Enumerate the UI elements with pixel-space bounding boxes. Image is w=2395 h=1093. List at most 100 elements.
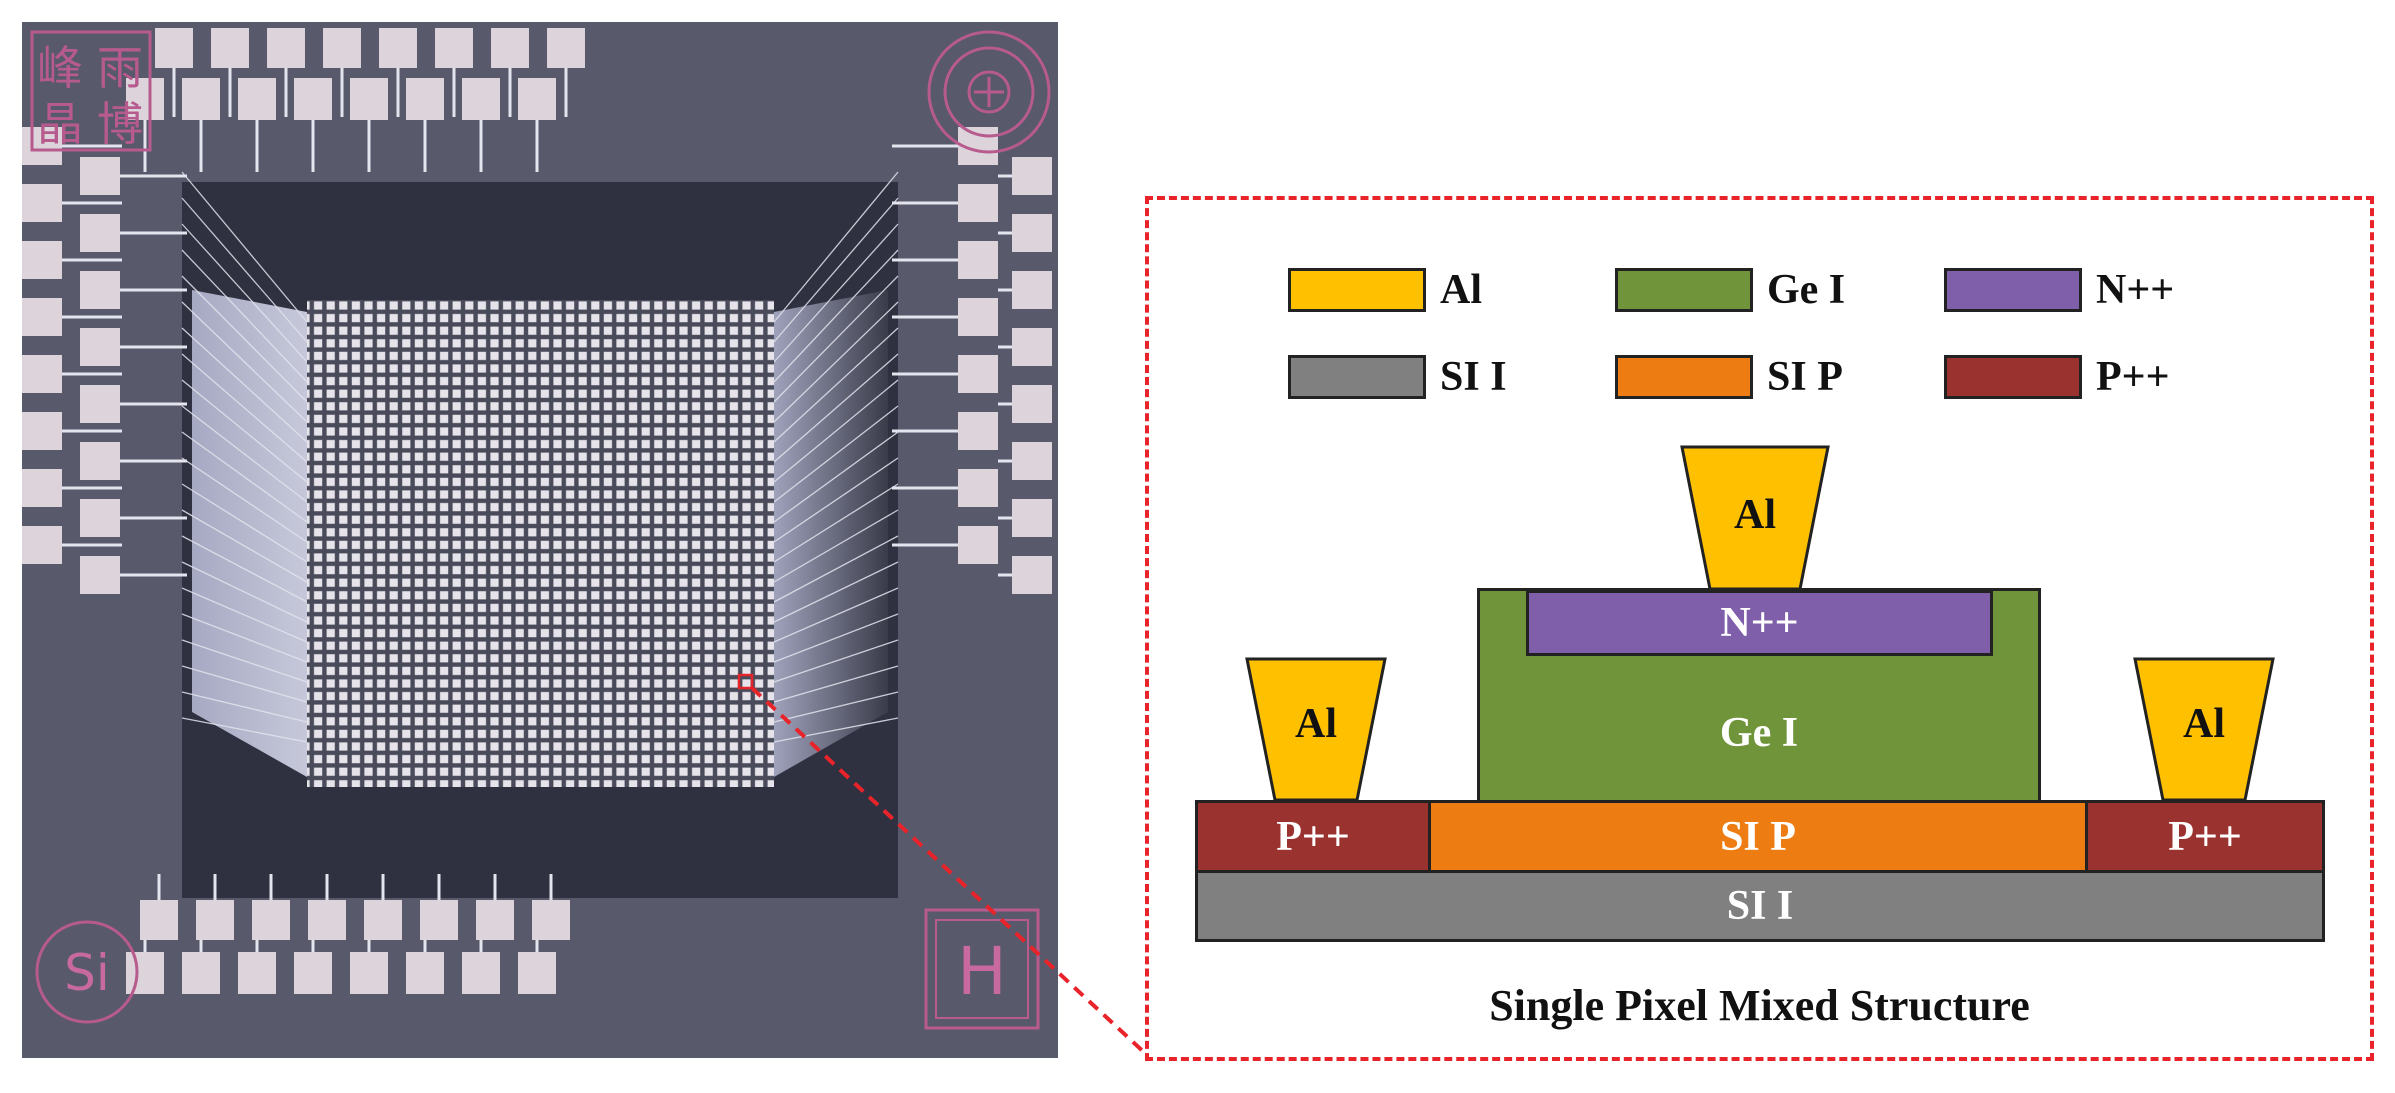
bond-pad bbox=[518, 78, 556, 120]
trace bbox=[181, 483, 308, 563]
bond-pad bbox=[80, 385, 120, 423]
bond-pad bbox=[80, 157, 120, 195]
bond-pad bbox=[80, 442, 120, 480]
legend-item-p: P++ bbox=[1944, 353, 2170, 401]
trace bbox=[181, 509, 308, 583]
trace bbox=[181, 665, 308, 703]
legend-swatch-n bbox=[1944, 268, 2082, 312]
bond-pad bbox=[958, 298, 998, 336]
bond-pad bbox=[252, 900, 290, 940]
bond-pad bbox=[126, 952, 164, 994]
pixel-array bbox=[307, 300, 774, 787]
trace bbox=[773, 327, 899, 443]
trace bbox=[181, 223, 308, 363]
selected-pixel-marker bbox=[737, 673, 754, 690]
bond-pad bbox=[435, 28, 473, 68]
bond-pad bbox=[294, 78, 332, 120]
bond-pad bbox=[958, 469, 998, 507]
svg-text:晶: 晶 bbox=[37, 97, 83, 151]
bond-pad bbox=[1012, 499, 1052, 537]
bond-pad bbox=[80, 214, 120, 252]
bond-pad bbox=[379, 28, 417, 68]
si-p-label: SI P bbox=[1720, 813, 1796, 860]
bond-pad bbox=[196, 900, 234, 940]
legend-item-ge: Ge I bbox=[1615, 266, 1845, 314]
legend-swatch-si-i bbox=[1288, 355, 1426, 399]
trace bbox=[181, 249, 308, 383]
si-i-layer: SI I bbox=[1195, 870, 2325, 942]
svg-text:博: 博 bbox=[97, 97, 143, 151]
bond-pad bbox=[155, 28, 193, 68]
si-p-layer: SI P bbox=[1428, 800, 2088, 873]
al-contact-left bbox=[1245, 657, 1387, 802]
p-plus-left-layer: P++ bbox=[1195, 800, 1431, 873]
bond-pad bbox=[350, 78, 388, 120]
trace bbox=[773, 223, 899, 363]
trace bbox=[773, 249, 899, 383]
legend-item-si-i: SI I bbox=[1288, 353, 1507, 401]
trace bbox=[181, 275, 308, 403]
bond-pad bbox=[491, 28, 529, 68]
legend-item-si-p: SI P bbox=[1615, 353, 1843, 401]
trace bbox=[773, 431, 899, 523]
legend-label-ge: Ge I bbox=[1767, 267, 1846, 313]
bond-pad bbox=[308, 900, 346, 940]
trace bbox=[181, 561, 308, 623]
bond-pad bbox=[22, 355, 62, 393]
al-center-label: Al bbox=[1734, 492, 1776, 538]
al-contact-center bbox=[1680, 445, 1830, 591]
trace bbox=[773, 301, 899, 423]
logo-stamp: 峰 雨 晶 博 bbox=[30, 30, 152, 152]
legend-swatch-p bbox=[1944, 355, 2082, 399]
p-plus-right-layer: P++ bbox=[2085, 800, 2325, 873]
trace bbox=[181, 639, 308, 683]
bond-pad bbox=[518, 952, 556, 994]
structure-caption: Single Pixel Mixed Structure bbox=[1489, 981, 2030, 1030]
bond-pad bbox=[350, 952, 388, 994]
trace bbox=[773, 535, 899, 603]
bond-pad bbox=[267, 28, 305, 68]
trace bbox=[181, 171, 308, 323]
bond-pad bbox=[80, 556, 120, 594]
bond-pad bbox=[406, 78, 444, 120]
trace bbox=[773, 483, 899, 563]
bond-pad bbox=[420, 900, 458, 940]
n-plus-layer: N++ bbox=[1526, 590, 1993, 656]
bond-pad bbox=[462, 952, 500, 994]
bond-pad bbox=[958, 412, 998, 450]
trace bbox=[773, 197, 899, 343]
svg-text:雨: 雨 bbox=[97, 41, 143, 95]
trace bbox=[181, 691, 308, 723]
legend-label-p: P++ bbox=[2096, 354, 2170, 400]
p-plus-left-label: P++ bbox=[1276, 813, 1350, 860]
trace bbox=[181, 353, 308, 463]
bond-pad bbox=[1012, 442, 1052, 480]
trace bbox=[773, 171, 899, 323]
legend-label-si-i: SI I bbox=[1440, 354, 1507, 400]
trace bbox=[181, 327, 308, 443]
si-label: Si bbox=[64, 944, 110, 1002]
bond-pad bbox=[1012, 328, 1052, 366]
legend-swatch-si-p bbox=[1615, 355, 1753, 399]
bond-pad bbox=[22, 469, 62, 507]
legend-label-al: Al bbox=[1440, 267, 1482, 313]
trace bbox=[181, 717, 308, 743]
legend-item-al: Al bbox=[1288, 266, 1482, 314]
bond-pad bbox=[476, 900, 514, 940]
bond-pad bbox=[182, 952, 220, 994]
legend-label-n: N++ bbox=[2096, 267, 2175, 313]
trace bbox=[181, 457, 308, 543]
trace bbox=[181, 197, 308, 343]
bond-pad bbox=[1012, 157, 1052, 195]
trace bbox=[773, 457, 899, 543]
chip-micrograph: 峰 雨 晶 博 Si H bbox=[22, 22, 1058, 1058]
al-right-label: Al bbox=[2183, 701, 2225, 747]
bond-pad bbox=[1012, 271, 1052, 309]
ge-i-label: Ge I bbox=[1719, 709, 1799, 756]
bond-pad bbox=[958, 241, 998, 279]
fanout-traces bbox=[181, 171, 899, 743]
trace bbox=[773, 613, 899, 663]
n-plus-label: N++ bbox=[1720, 600, 1799, 646]
p-plus-right-label: P++ bbox=[2168, 813, 2242, 860]
h-label: H bbox=[957, 933, 1007, 1010]
